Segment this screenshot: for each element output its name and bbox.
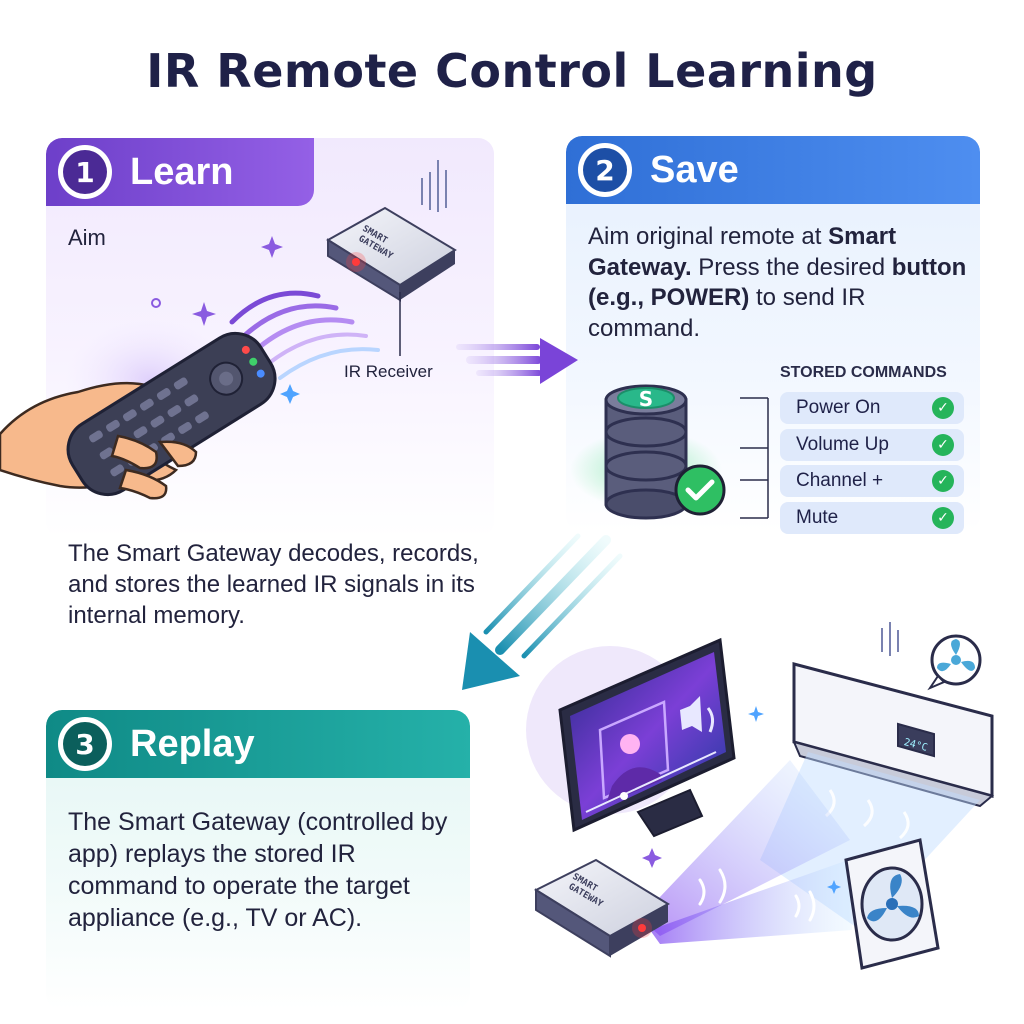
sparkle-icon [642,706,841,894]
command-label: Volume Up [796,433,889,455]
arrow-save-to-replay [462,533,623,690]
save-instructions: Aim original remote at Smart Gateway. Pr… [588,222,968,345]
ir-waves [229,290,380,380]
replay-header: 3 Replay [46,710,470,778]
database-icon: S [570,384,726,520]
check-icon: ✓ [932,506,954,529]
save-text-part: to send IR command. [588,284,866,343]
stored-commands-heading: STORED COMMANDS [780,364,947,381]
ir-receiver-label: IR Receiver [344,362,433,381]
stored-commands-list: Power On ✓ Volume Up ✓ Channel + ✓ Mute … [780,392,964,538]
ir-waves [698,868,816,922]
ir-beam [650,860,852,944]
check-icon: ✓ [932,397,954,419]
check-icon: ✓ [932,433,954,456]
check-icon: ✓ [932,470,954,492]
command-label: Mute [796,506,839,528]
fan-icon [844,838,940,970]
save-text-part: Aim original remote at [588,223,829,250]
signal-bars [881,622,899,656]
list-item: Mute ✓ [780,501,964,534]
tv-icon [558,637,736,838]
save-text-part: Press the desired [691,253,892,281]
step-number-badge: 3 [58,717,112,771]
smart-gateway-icon: SMART GATEWAY [326,206,457,302]
smart-gateway-icon: SMART GATEWAY [533,858,670,958]
database-glyph: S [639,387,653,411]
save-text-bold: Smart Gateway. [588,223,897,281]
air-conditioner-icon: 24°C [792,662,995,808]
command-label: Power On [796,397,881,418]
remote-control-icon [0,331,277,500]
save-text-bold: button (e.g., POWER) [588,253,967,312]
arrow-learn-to-save [456,338,578,384]
learn-header: 1 Learn [46,138,314,206]
list-item: Volume Up ✓ [780,428,964,461]
save-panel: 2 Save Aim original remote at Smart Gate… [566,136,980,532]
step-number-badge: 2 [578,143,632,197]
signal-bars [421,160,447,212]
command-label: Channel + [796,470,884,491]
sparkle-dot [151,298,161,308]
list-item: Power On ✓ [780,392,964,424]
list-bracket [740,397,769,519]
step-number-badge: 1 [58,145,112,199]
learn-description: The Smart Gateway decodes, records, and … [68,540,479,630]
sparkle-icon [192,236,300,404]
page-title: IR Remote Control Learning [146,44,878,98]
ir-beam [640,760,850,936]
replay-description: The Smart Gateway (controlled by app) re… [68,808,448,932]
list-item: Channel + ✓ [780,465,964,497]
replay-title: Replay [130,722,255,765]
step-number: 1 [63,150,107,194]
learn-caption: Aim [68,225,106,250]
replay-panel: 3 Replay The Smart Gateway (controlled b… [46,710,470,1010]
learn-title: Learn [130,150,234,193]
fan-bubble-icon [927,634,982,691]
step-number: 3 [63,722,107,766]
step-number: 2 [583,148,627,192]
save-header: 2 Save [566,136,980,204]
save-title: Save [650,148,739,191]
